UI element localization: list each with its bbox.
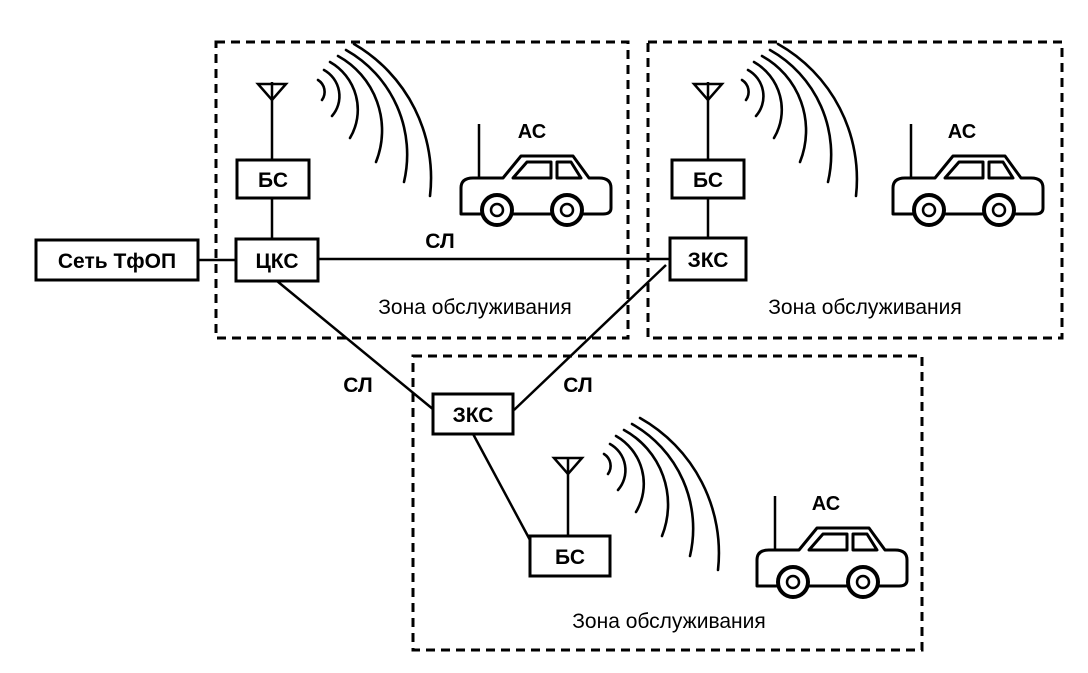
service-zone-1 <box>214 40 630 340</box>
service-zone-2 <box>646 40 1064 340</box>
ms-label-3: АС <box>812 493 840 515</box>
msc-box <box>234 237 320 283</box>
zks-label-3: ЗКС <box>453 404 494 427</box>
trunk-label-right: СЛ <box>563 374 592 397</box>
pstn-box <box>34 238 200 282</box>
zks-label-2: ЗКС <box>688 249 729 272</box>
bs-box-1 <box>235 158 311 200</box>
antenna-icon <box>255 82 289 102</box>
trunk-msc-zks3 <box>276 280 435 411</box>
car-icon <box>755 496 909 599</box>
antenna-icon <box>691 82 725 102</box>
bs-box-2 <box>670 158 746 200</box>
ms-label-1: АС <box>518 121 546 143</box>
link-zks3-bs3 <box>470 431 532 541</box>
zks-box-3 <box>431 392 515 436</box>
trunk-zks3-zks2 <box>513 264 667 411</box>
bs-label-1: БС <box>258 169 288 192</box>
trunk-label-left: СЛ <box>343 374 372 397</box>
zone-label-2: Зона обслуживания <box>768 296 962 319</box>
service-zone-3 <box>411 354 924 652</box>
bs-label-2: БС <box>693 169 723 192</box>
antenna-icon <box>551 456 585 476</box>
trunk-label-top: СЛ <box>425 230 454 253</box>
msc-label: ЦКС <box>255 250 298 273</box>
bs-label-3: БС <box>555 546 585 569</box>
bs-box-3 <box>528 534 612 578</box>
zks-box-2 <box>668 236 748 282</box>
car-icon <box>891 124 1045 227</box>
zone-label-1: Зона обслуживания <box>378 296 572 319</box>
radio-waves-icon <box>316 42 433 198</box>
radio-waves-icon <box>602 416 721 572</box>
ms-label-2: АС <box>948 121 976 143</box>
radio-waves-icon <box>740 42 859 198</box>
pstn-label: Сеть ТфОП <box>58 250 176 273</box>
zone-label-3: Зона обслуживания <box>572 610 766 633</box>
car-icon <box>459 124 613 227</box>
